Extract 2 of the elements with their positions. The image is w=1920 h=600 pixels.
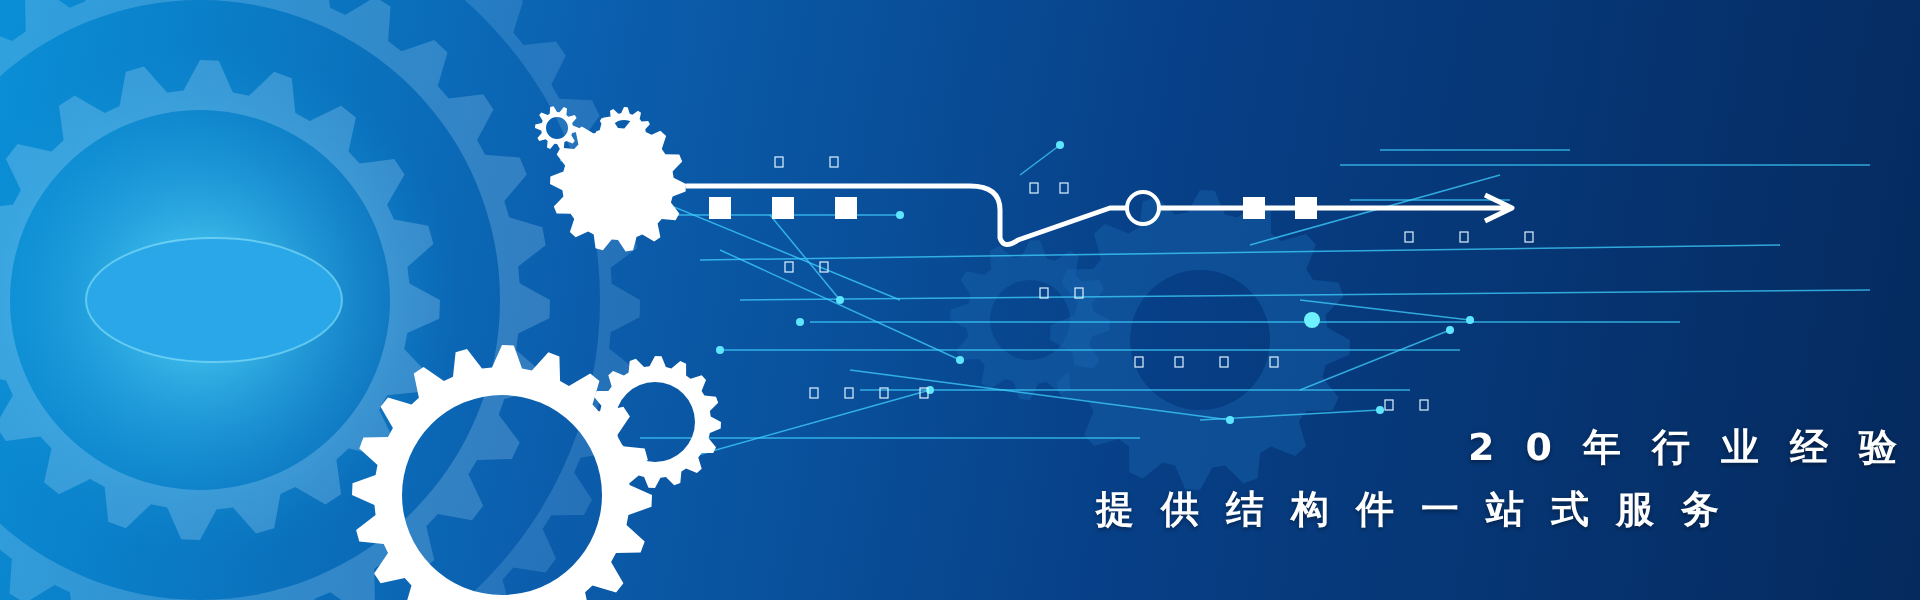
- slogan-text: 20年行业经验: [1468, 425, 1920, 471]
- slogan-text: 提供结构件一站式服务: [1096, 487, 1746, 533]
